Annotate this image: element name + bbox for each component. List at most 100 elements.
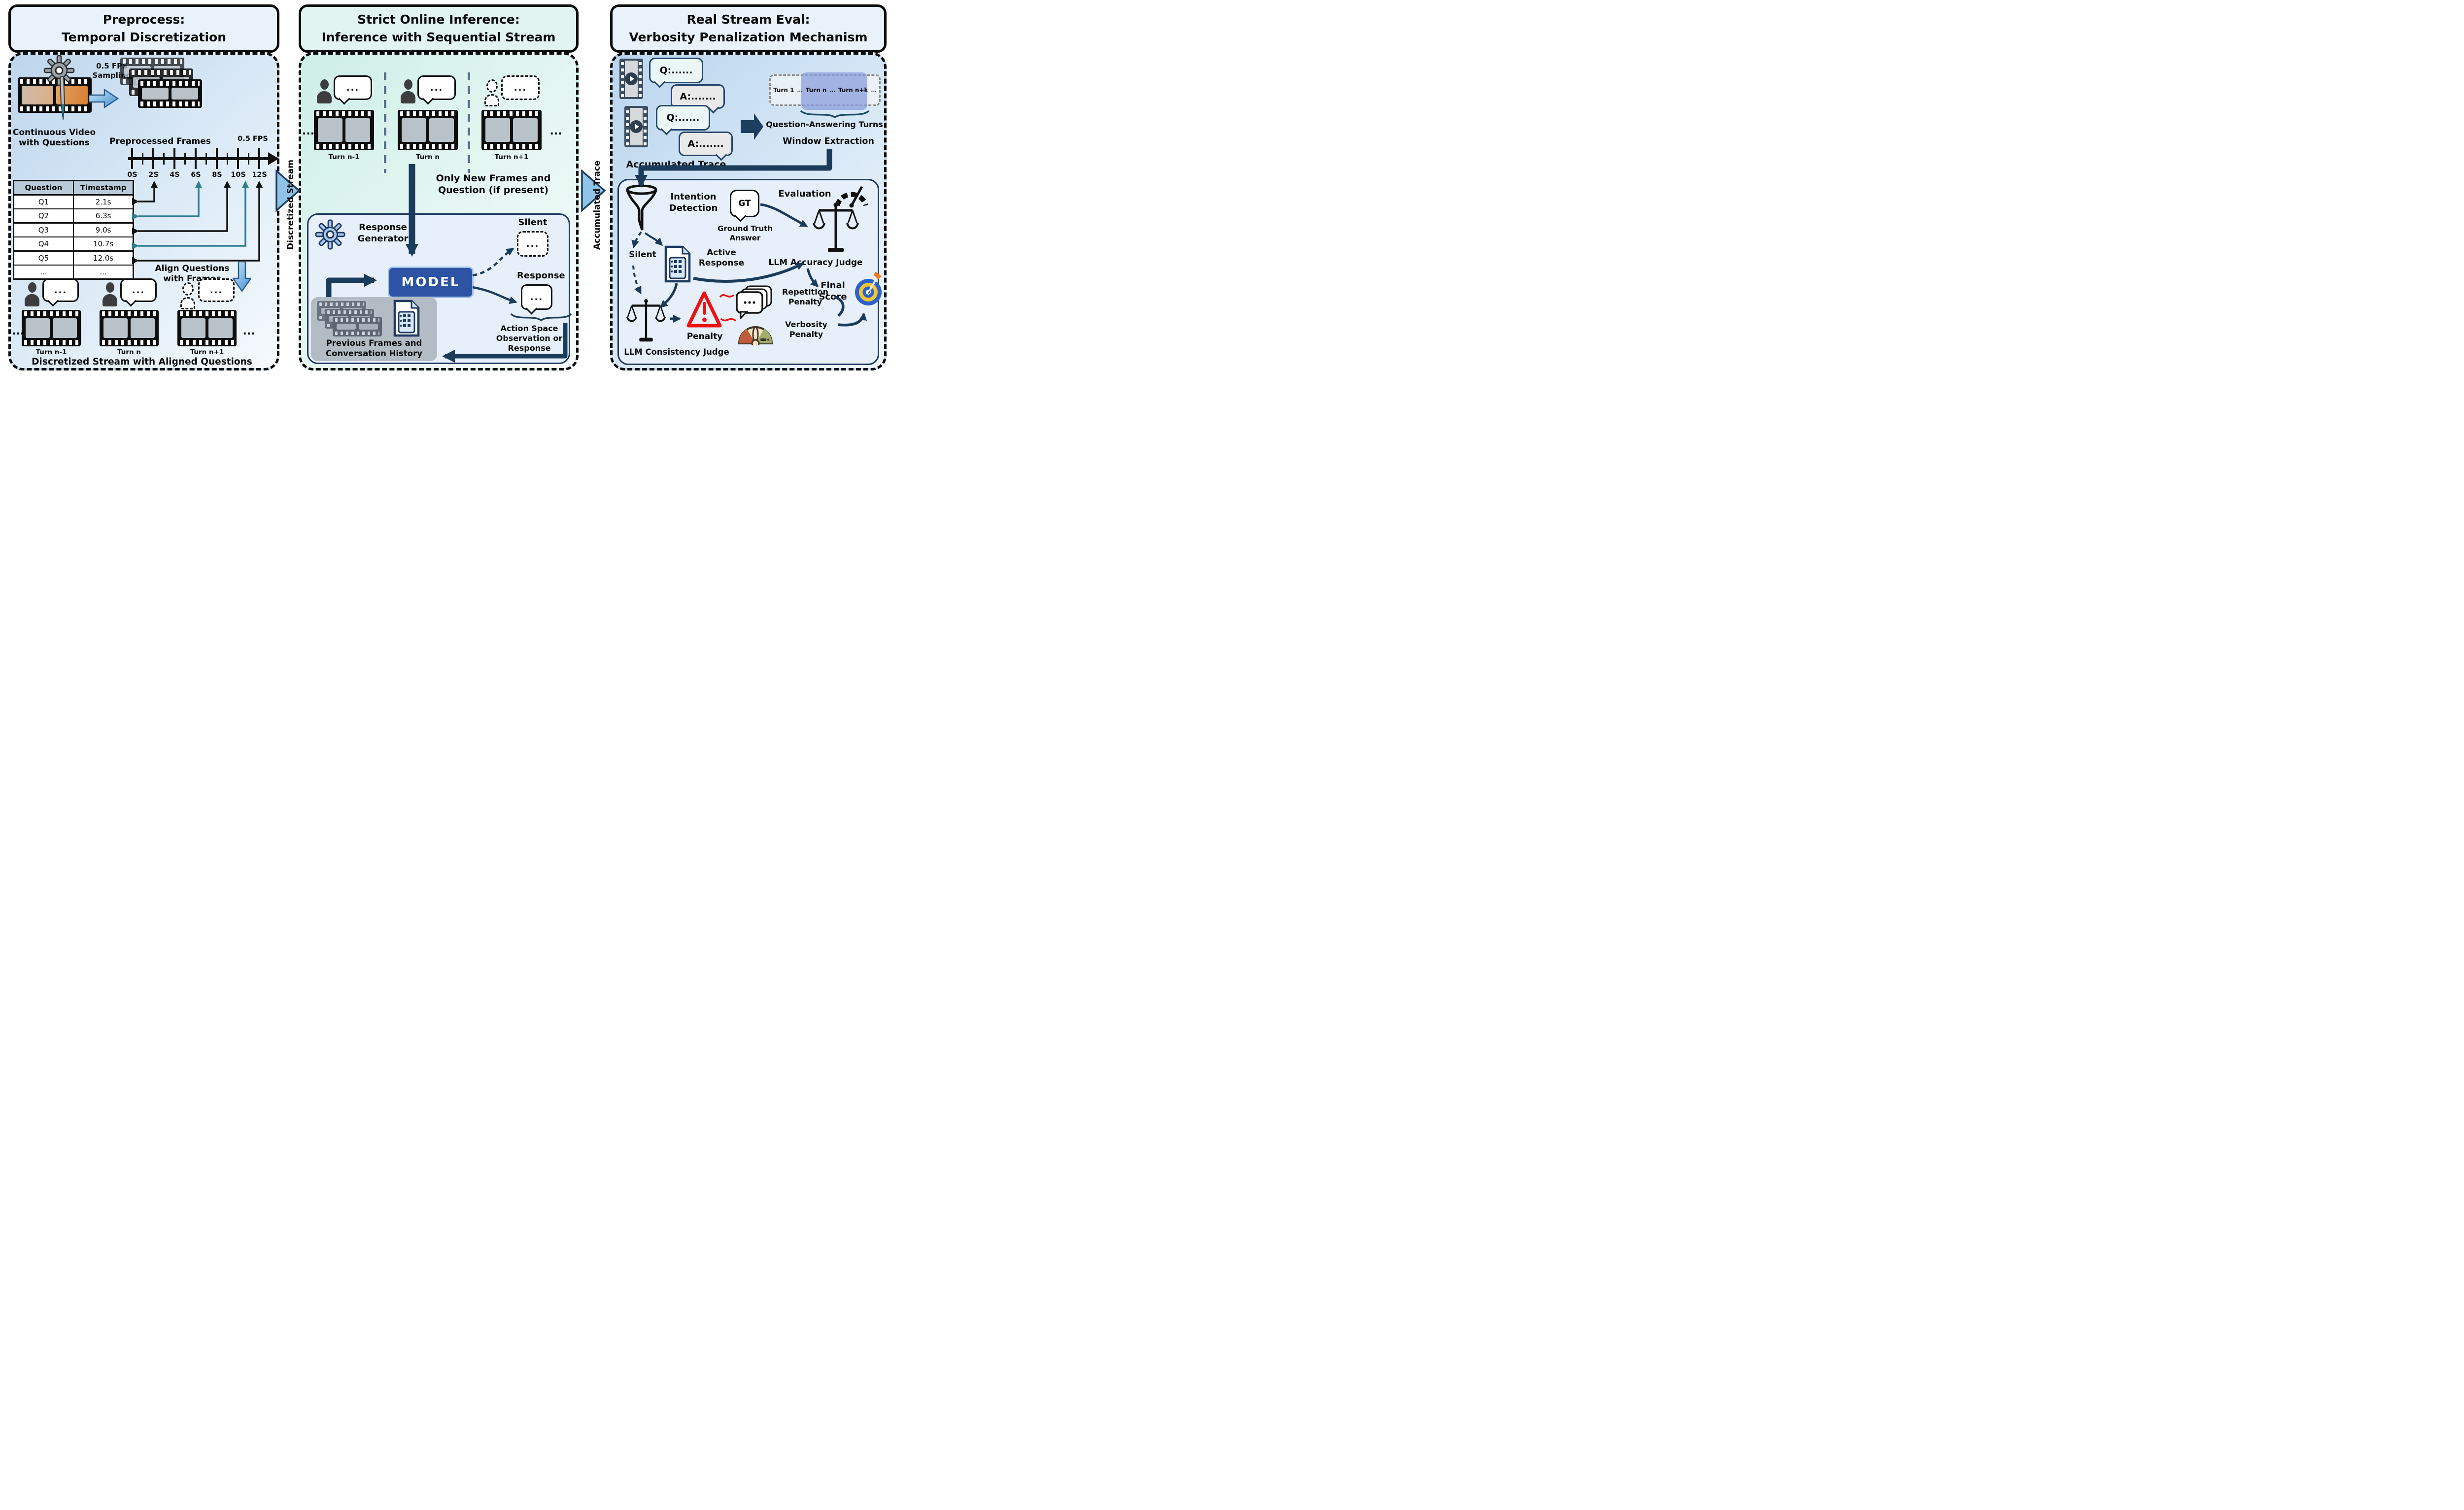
person-head (486, 79, 498, 93)
question-bubble: ... (417, 75, 456, 105)
timeline-tick-labels: 0S 2S 4S 6S 8S 10S 12S (122, 171, 271, 179)
vfilm-frame (630, 108, 643, 145)
film-frame (142, 88, 169, 100)
active-response-doc-icon (664, 245, 691, 283)
continuous-video-label: Continuous Video with Questions (9, 128, 100, 149)
film-frames (102, 317, 156, 339)
vfilm-frame (625, 61, 638, 97)
evaluation-gauge-icon (835, 186, 868, 208)
film-holes-bottom (316, 144, 372, 149)
film-holes-top (140, 81, 200, 86)
film-holes-bottom (102, 340, 156, 345)
silent-label: Silent (629, 250, 656, 260)
active-line1: Active (707, 248, 736, 258)
turn-film-strip (398, 110, 458, 150)
history-line2: Conversation History (325, 348, 422, 358)
film-frame (318, 118, 342, 142)
timeline-axis (128, 148, 279, 169)
response-generator-gear-icon (315, 219, 345, 250)
history-label: Previous Frames and Conversation History (314, 338, 434, 359)
table-cell: 2.1s (74, 195, 133, 208)
film-holes-top (132, 70, 191, 75)
repetition-bubbles-icon (736, 285, 772, 319)
vfilm-holes-right (644, 108, 647, 145)
action-space-brace (510, 313, 572, 322)
q-bubble: Q:...... (656, 105, 710, 135)
film-frame (359, 324, 378, 330)
table-cell: Q4 (14, 237, 73, 250)
person-head (105, 282, 114, 293)
silent-label: Silent (518, 217, 548, 228)
verbosity-line1: Verbosity (785, 320, 827, 329)
bubble-dots: ... (346, 82, 360, 93)
question-bubble: ... (42, 278, 79, 307)
film-frame (22, 86, 53, 104)
header-preprocess-line1: Preprocess: (103, 12, 185, 27)
align-questions-label: Align Questions with Frames (150, 264, 235, 285)
continuous-video-film-icon (18, 77, 92, 113)
turn-label-n-plus-1: Turn n+1 (494, 153, 529, 161)
continuous-video-line2: with Questions (19, 138, 90, 148)
play-icon (625, 72, 638, 85)
verbosity-penalty-label: Verbosity Penalty (777, 320, 835, 339)
turn-label-n-1: Turn n-1 (35, 348, 67, 356)
film-frame (53, 318, 77, 338)
table-cell: ... (14, 266, 73, 278)
align-line1: Align Questions (155, 264, 230, 273)
table-cell: Q3 (14, 223, 73, 236)
film-frame (181, 318, 205, 338)
ellipsis-left: ... (302, 125, 315, 137)
person-body (180, 297, 195, 309)
film-frames (484, 117, 539, 143)
ground-truth-label: Ground Truth Answer (714, 224, 776, 243)
table-cell: Q5 (14, 251, 73, 265)
evaluation-label: Evaluation (778, 189, 831, 199)
a-bubble: A:....... (679, 132, 733, 161)
repetition-penalty-label: Repetition Penalty (775, 287, 835, 307)
table-cell: 12.0s (74, 251, 133, 265)
llm-accuracy-judge-label: LLM Accuracy Judge (768, 258, 863, 268)
film-frames (180, 317, 234, 339)
cutting-knife-icon (59, 76, 66, 120)
strip-turn-n-plus-k: Turn n+k (838, 87, 868, 94)
play-icon (630, 120, 643, 133)
response-label: Response (517, 270, 565, 281)
ground-line2: Answer (729, 233, 761, 242)
film-frames (316, 117, 372, 143)
header-eval-line2: Verbosity Penalization Mechanism (629, 30, 868, 44)
question-bubble-dashed: ... (501, 75, 540, 100)
user-icon (25, 282, 39, 308)
table-cell: 9.0s (74, 223, 133, 236)
header-online-line1: Strict Online Inference: (357, 12, 520, 27)
play-triangle (635, 124, 639, 130)
panel-preprocess: 0.5 FPS Sampling Continuous Video with Q… (8, 52, 279, 370)
vfilm-holes-right (639, 61, 642, 97)
film-holes-top (335, 318, 379, 322)
film-holes-top (319, 302, 364, 306)
question-bubble: ... (334, 75, 372, 105)
q-text: Q:...... (659, 65, 693, 76)
intention-funnel-icon (626, 185, 657, 231)
response-bubble: ... (521, 284, 552, 315)
film-frame (345, 118, 370, 142)
history-line1: Previous Frames and (326, 338, 422, 348)
bubble-tail (47, 295, 59, 307)
bubble-tail (653, 76, 666, 88)
film-holes-bottom (400, 144, 455, 149)
figure-canvas: Preprocess: Temporal Discretization Stri… (0, 0, 890, 377)
history-film-front (333, 317, 382, 336)
film-holes-top (102, 311, 156, 316)
verbosity-line2: Penalty (789, 330, 823, 339)
intention-line2: Detection (669, 202, 718, 213)
accuracy-scales-icon (813, 202, 859, 252)
bubble-dots: ... (530, 292, 544, 302)
video-icon (624, 106, 648, 147)
turn-film-strip (481, 110, 542, 150)
film-holes-top (180, 311, 234, 316)
tick-10s: 10S (231, 171, 246, 179)
film-holes-top (24, 311, 78, 316)
film-frame (171, 88, 198, 100)
bubble-dots: ... (132, 285, 145, 296)
preprocessed-frames-label: Preprocessed Frames (109, 136, 211, 146)
